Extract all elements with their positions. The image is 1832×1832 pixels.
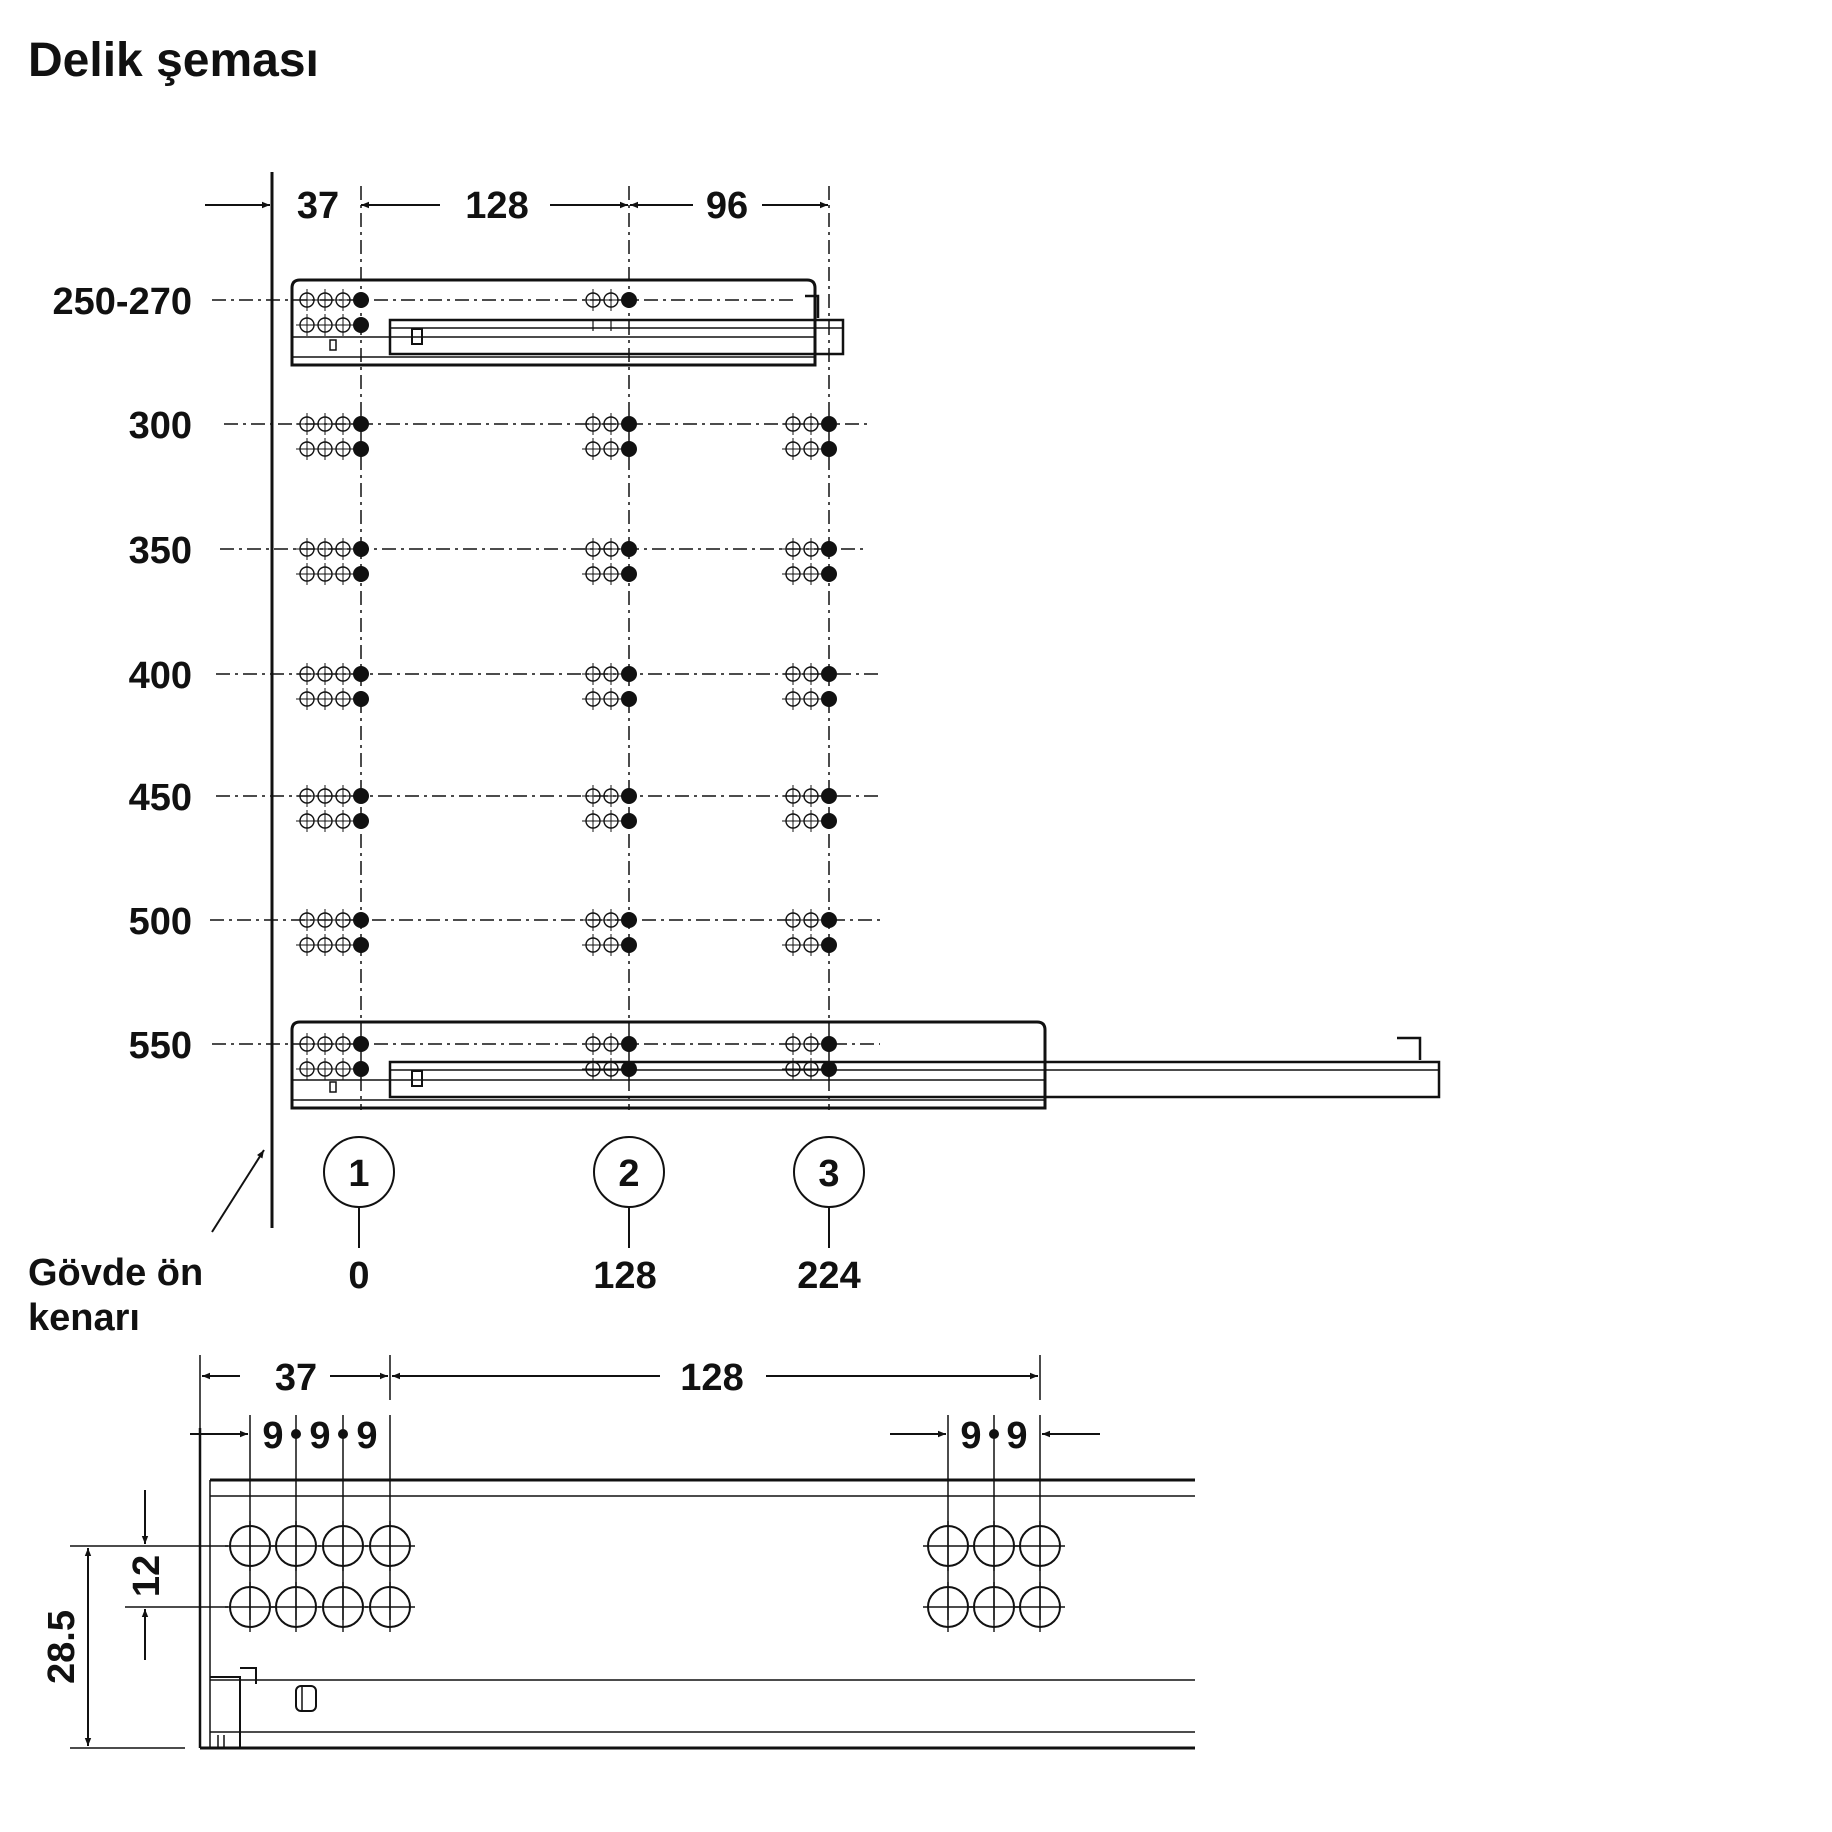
front-edge-label-line2: kenarı (28, 1297, 140, 1339)
position-circle-2 (593, 1136, 665, 1208)
runner-short (290, 278, 817, 367)
hole-filled (353, 416, 369, 432)
pitch-dot (291, 1429, 301, 1439)
hole-filled (353, 691, 369, 707)
position-circle-3 (793, 1136, 865, 1208)
detail-pitch-5: 9 (1006, 1415, 1027, 1457)
hole-filled (621, 666, 637, 682)
hole-filled (821, 788, 837, 804)
hole-filled (621, 691, 637, 707)
hole-filled (821, 813, 837, 829)
hole-filled (821, 541, 837, 557)
hole-filled (621, 912, 637, 928)
top-drawing (205, 172, 1441, 1248)
hole-filled (621, 292, 637, 308)
hole-filled (621, 1036, 637, 1052)
hole-filled (621, 566, 637, 582)
position-value-3: 224 (797, 1255, 860, 1297)
row-label: 350 (129, 530, 192, 572)
hole-filled (821, 912, 837, 928)
detail-height-12: 12 (126, 1555, 168, 1597)
hole-filled (621, 937, 637, 953)
row-label: 500 (129, 901, 192, 943)
position-number-3: 3 (818, 1153, 839, 1195)
hole-filled (821, 566, 837, 582)
hole-filled (621, 541, 637, 557)
hole-filled (821, 691, 837, 707)
detail-dim-37: 37 (275, 1357, 317, 1399)
hole-filled (821, 937, 837, 953)
position-value-2: 128 (593, 1255, 656, 1297)
runner-short-slide (388, 318, 845, 356)
detail-pitch-1: 9 (262, 1415, 283, 1457)
detail-pitch-4: 9 (960, 1415, 981, 1457)
detail-dim-128: 128 (680, 1357, 743, 1399)
pitch-dot (989, 1429, 999, 1439)
position-circle-1 (323, 1136, 395, 1208)
hole-rows: 250-270 300 350 400 450 500 550 (53, 281, 880, 1080)
position-number-1: 1 (348, 1153, 369, 1195)
page-title: Delik şeması (28, 34, 319, 87)
hole-filled (353, 666, 369, 682)
detail-clip (295, 1685, 317, 1712)
row-label: 300 (129, 405, 192, 447)
detail-height-28-5: 28.5 (41, 1610, 83, 1684)
hole-filled (621, 813, 637, 829)
detail-pitch-3: 9 (356, 1415, 377, 1457)
runner-long-slide (388, 1060, 1441, 1099)
hole-filled (621, 416, 637, 432)
hole-filled (821, 666, 837, 682)
hole-filled (621, 788, 637, 804)
dim-label-128: 128 (465, 185, 528, 227)
detail-hole-grid (225, 1521, 1065, 1632)
row-label: 250-270 (53, 281, 192, 323)
hole-filled (353, 1036, 369, 1052)
hole-filled (821, 1036, 837, 1052)
pitch-dot (338, 1429, 348, 1439)
dim-label-37: 37 (297, 185, 339, 227)
hole-filled (353, 317, 369, 333)
row-label: 450 (129, 777, 192, 819)
hole-filled (821, 416, 837, 432)
position-number-2: 2 (618, 1153, 639, 1195)
hole-filled (353, 937, 369, 953)
position-value-1: 0 (348, 1255, 369, 1297)
hole-filled (353, 292, 369, 308)
hole-filled (353, 541, 369, 557)
hole-filled (353, 912, 369, 928)
hole-filled (821, 441, 837, 457)
hole-filled (353, 813, 369, 829)
front-edge-label-line1: Gövde ön (28, 1252, 203, 1294)
hole-filled (621, 441, 637, 457)
dim-label-96: 96 (706, 185, 748, 227)
row-label: 400 (129, 655, 192, 697)
hole-filled (353, 566, 369, 582)
front-edge-pointer (211, 1149, 265, 1233)
detail-drawing (70, 1355, 1195, 1750)
row-label: 550 (129, 1025, 192, 1067)
hole-filled (353, 1061, 369, 1077)
runner-long (290, 1020, 1047, 1110)
hole-filled (353, 788, 369, 804)
hole-filled (353, 441, 369, 457)
detail-pitch-2: 9 (309, 1415, 330, 1457)
